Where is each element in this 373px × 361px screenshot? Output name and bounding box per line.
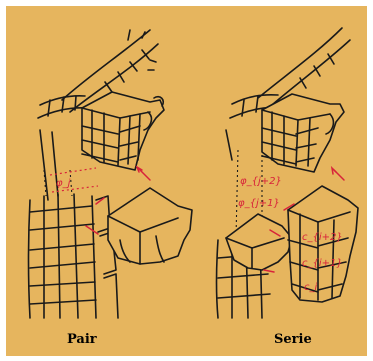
serie-label-phi-j2: φ_{j+2} [240, 176, 282, 187]
serie-label-c-i1: c_{i+1} [302, 258, 343, 269]
pair-label-phi: φ_j [56, 178, 71, 189]
serie-label-c-i2: c_{i+2} [302, 232, 343, 243]
serie-label-c-i: c_i [304, 282, 317, 293]
pair-caption: Pair [67, 332, 97, 347]
serie-caption: Serie [274, 332, 312, 347]
serie-label-phi-j1: φ_{j+1} [238, 198, 280, 209]
